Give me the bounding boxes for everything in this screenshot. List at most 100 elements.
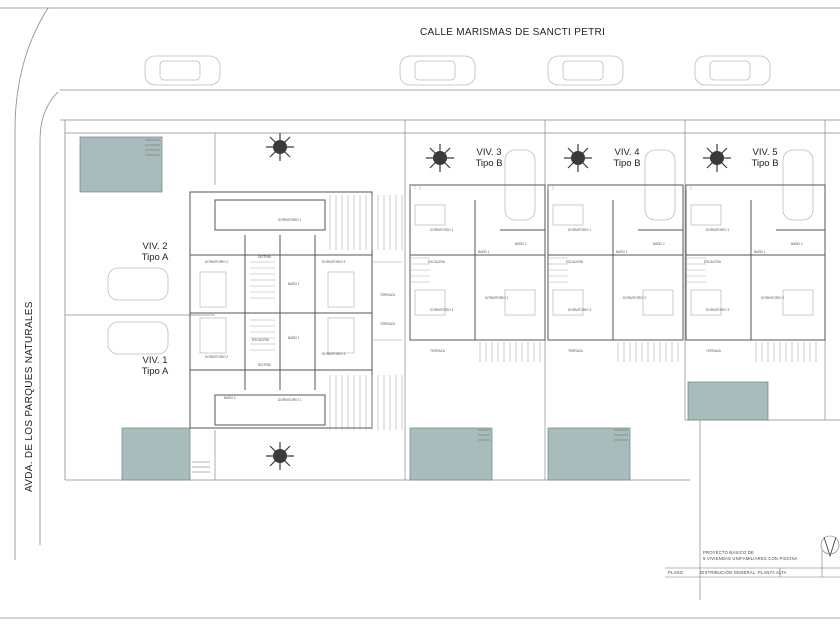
room-label: BAÑO 1 xyxy=(754,250,766,254)
railing xyxy=(372,261,402,341)
room-label: BAÑO 1 xyxy=(616,250,628,254)
unit-label-viv5: VIV. 5 Tipo B xyxy=(740,147,790,170)
room-label: TERRAZA xyxy=(380,322,395,326)
unit-type: Tipo B xyxy=(475,157,503,169)
stair xyxy=(686,257,706,283)
room-label: BAÑO 1 xyxy=(478,250,490,254)
stair xyxy=(410,257,430,283)
unit-name: VIV. 1 xyxy=(142,355,168,366)
logo-mark xyxy=(823,536,837,558)
terrace-railing xyxy=(617,342,679,362)
bed xyxy=(690,204,722,226)
pool-steps xyxy=(478,429,490,441)
room-label: DORMITORIO 3 xyxy=(706,308,730,312)
pergola xyxy=(329,195,403,250)
pool xyxy=(547,427,631,481)
pool xyxy=(121,427,191,481)
room-label: DORMITORIO 3 xyxy=(322,352,346,356)
room-label: DORMITORIO 1 xyxy=(568,228,592,232)
tree xyxy=(426,144,454,172)
bed xyxy=(327,317,355,354)
interior-wall xyxy=(190,254,372,371)
room-label: TERRAZA xyxy=(430,349,445,353)
room-label: ESCALERA xyxy=(566,260,584,264)
room-label: BAÑO 2 xyxy=(515,242,527,246)
tree xyxy=(564,144,592,172)
title-block-project-line-1: PROYECTO BÁSICO DE xyxy=(703,550,754,555)
room-label: DORMITORIO 1 xyxy=(706,228,730,232)
title-block-plan-label: PLANO xyxy=(668,570,684,575)
room-label: BAÑO 1 xyxy=(288,282,300,286)
bed xyxy=(414,289,446,316)
house-viv5 xyxy=(685,184,826,341)
room-label: ESCALERA xyxy=(428,260,446,264)
house-viv3 xyxy=(409,184,546,341)
room-label: BAÑO 2 xyxy=(224,396,236,400)
pool-steps xyxy=(614,429,628,441)
terrace-railing xyxy=(479,342,541,362)
room-label: ESCALERA xyxy=(252,338,270,342)
interior-wall xyxy=(686,200,825,340)
room-label: DISTRIB. xyxy=(258,363,272,367)
room-label: DORMITORIO 1 xyxy=(430,228,454,232)
bed xyxy=(199,271,227,308)
unit-label-viv1: VIV. 1 Tipo A xyxy=(130,355,180,378)
room-label: BAÑO 2 xyxy=(653,242,665,246)
title-block-project-line-2: 5 VIVIENDAS UNIFAMILIARES CON PISCINA xyxy=(703,556,798,561)
bed xyxy=(642,289,674,316)
room-label: DORMITORIO 3 xyxy=(322,260,346,264)
house-viv4 xyxy=(547,184,684,341)
bed xyxy=(552,204,584,226)
unit-type: Tipo B xyxy=(751,157,779,169)
room-label: DORMITORIO 2 xyxy=(623,296,647,300)
room-label: DISTRIB. xyxy=(258,255,272,259)
stair xyxy=(548,257,568,283)
room-label: DORMITORIO 1 xyxy=(278,398,302,402)
tree xyxy=(266,133,294,161)
bed xyxy=(327,271,355,308)
room-label: TERRAZA xyxy=(568,349,583,353)
street-west-label: AVDA. DE LOS PARQUES NATURALES xyxy=(24,301,35,492)
pool xyxy=(687,381,769,421)
house-viv1-viv2 xyxy=(189,191,373,429)
street-north-label: CALLE MARISMAS DE SANCTI PETRI xyxy=(420,27,606,38)
room-label: TERRAZA xyxy=(706,349,721,353)
room-label: DORMITORIO 2 xyxy=(761,296,785,300)
interior-wall xyxy=(244,235,316,390)
house-core xyxy=(214,199,326,231)
pool xyxy=(79,136,163,193)
unit-type: Tipo B xyxy=(613,157,641,169)
bed xyxy=(414,204,446,226)
parked-car xyxy=(547,55,624,86)
house-core xyxy=(214,394,326,426)
parked-car xyxy=(107,321,169,355)
logo-mark xyxy=(820,535,840,555)
room-label: BAÑO 1 xyxy=(288,336,300,340)
title-block-plan-title: DISTRIBUCIÓN GENERAL. PLANTA ALTA xyxy=(700,570,787,575)
pool-steps xyxy=(192,461,210,473)
west-street-curve xyxy=(14,7,49,560)
unit-type: Tipo A xyxy=(141,365,169,377)
bed xyxy=(504,289,536,316)
unit-name: VIV. 3 xyxy=(476,147,502,158)
bed xyxy=(199,317,227,354)
unit-label-viv4: VIV. 4 Tipo B xyxy=(602,147,652,170)
unit-name: VIV. 2 xyxy=(142,241,168,252)
parked-car xyxy=(107,267,169,301)
terrace-railing xyxy=(755,342,817,362)
pool xyxy=(409,427,493,481)
parked-car xyxy=(144,55,221,86)
front-railing xyxy=(409,185,692,190)
stair xyxy=(250,261,275,299)
room-label: DORMITORIO 2 xyxy=(205,260,229,264)
unit-type: Tipo A xyxy=(141,251,169,263)
room-label: ESCALERA xyxy=(704,260,722,264)
room-label: DORMITORIO 1 xyxy=(278,218,302,222)
unit-label-viv2: VIV. 2 Tipo A xyxy=(130,241,180,264)
unit-label-viv3: VIV. 3 Tipo B xyxy=(464,147,514,170)
room-label: DORMITORIO 2 xyxy=(205,355,229,359)
pergola xyxy=(329,375,403,430)
parked-car xyxy=(694,55,771,86)
parked-car xyxy=(399,55,476,86)
